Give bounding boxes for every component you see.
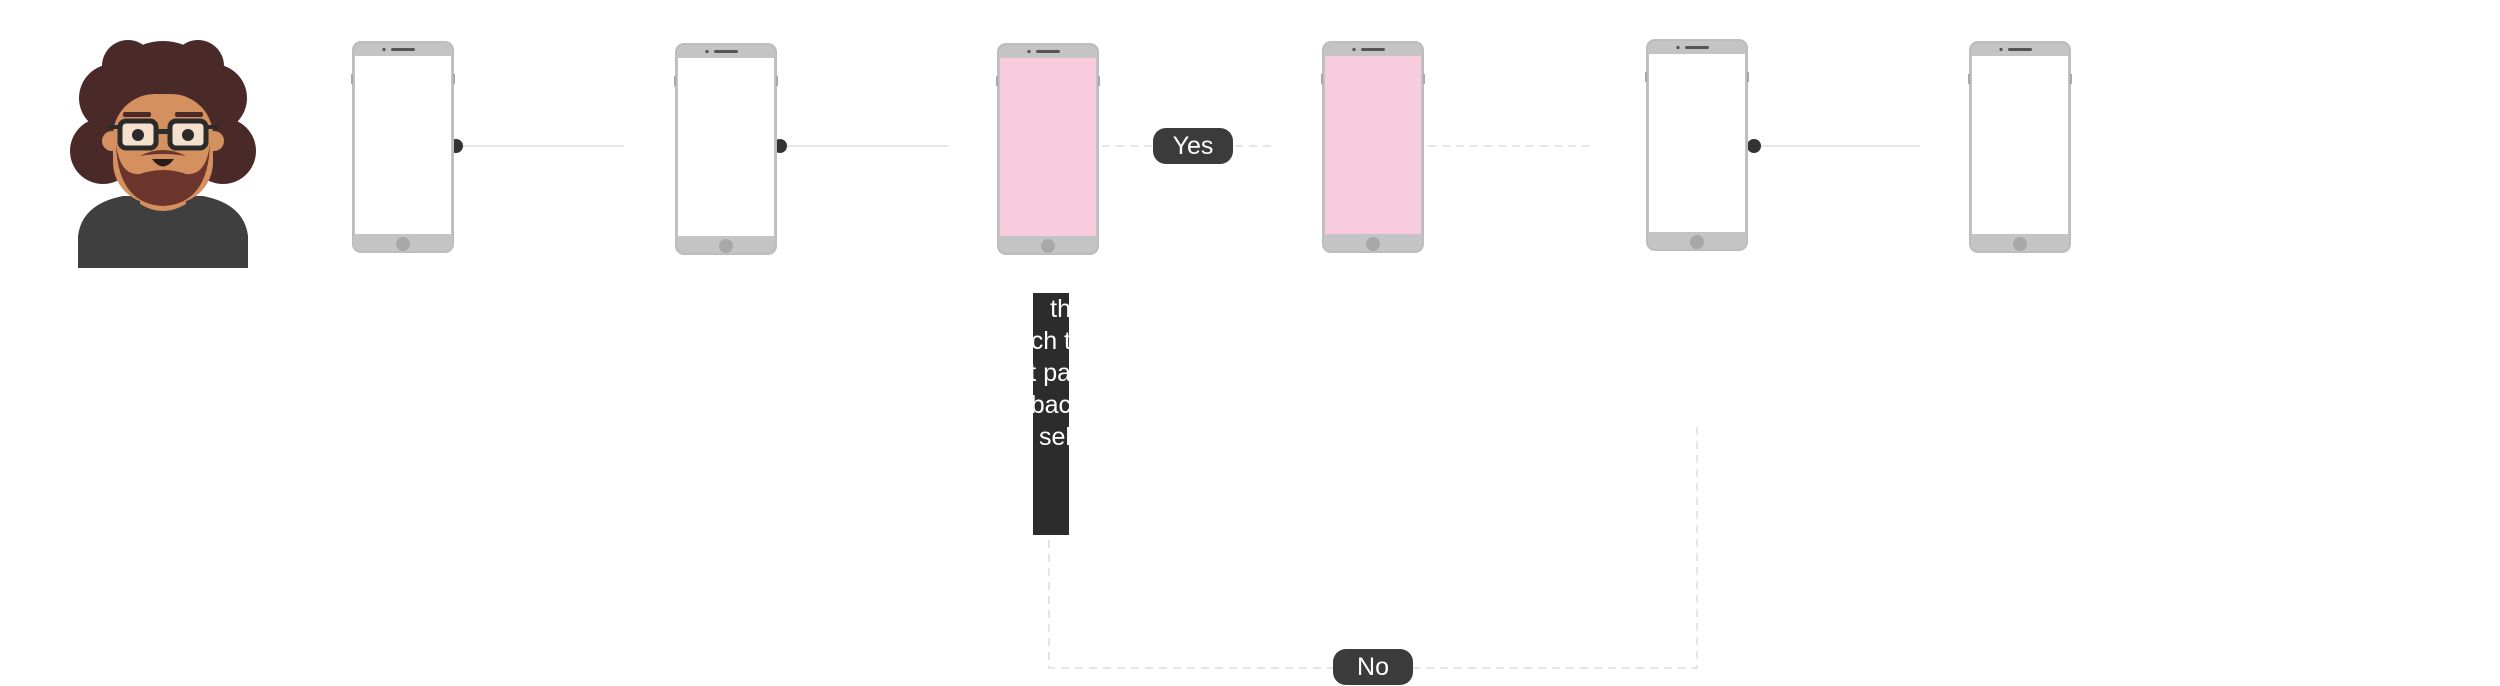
smartphone-icon — [1321, 41, 1425, 253]
screen-2[interactable] — [674, 42, 778, 256]
smartphone-icon — [996, 43, 1100, 255]
tooltip-line-2: ch t — [1033, 327, 1069, 355]
tooltip-line-1: th — [1050, 295, 1069, 323]
yes-branch-label: Yes — [1153, 128, 1233, 164]
connector-no-loop — [1048, 425, 1698, 669]
tooltip-text: th ch t t pa bac sel — [1033, 293, 1069, 453]
screen-6[interactable] — [1968, 40, 2072, 254]
no-branch-label: No — [1333, 649, 1413, 685]
smartphone-icon — [1645, 39, 1749, 251]
screen-3[interactable] — [996, 42, 1100, 256]
connector-dot-5 — [1747, 139, 1761, 153]
smartphone-icon — [1968, 41, 2072, 253]
screen-4[interactable] — [1321, 40, 1425, 254]
tooltip-line-6: sel — [1039, 423, 1069, 451]
smartphone-icon — [674, 43, 778, 255]
screen-5[interactable] — [1645, 38, 1749, 252]
screen-note-tooltip: th ch t t pa bac sel — [1033, 293, 1069, 535]
smartphone-icon — [351, 41, 455, 253]
tooltip-line-5: bac — [1033, 391, 1069, 419]
screen-1[interactable] — [351, 40, 455, 254]
user-avatar-icon — [70, 40, 256, 268]
tooltip-line-3: t pa — [1033, 359, 1069, 387]
